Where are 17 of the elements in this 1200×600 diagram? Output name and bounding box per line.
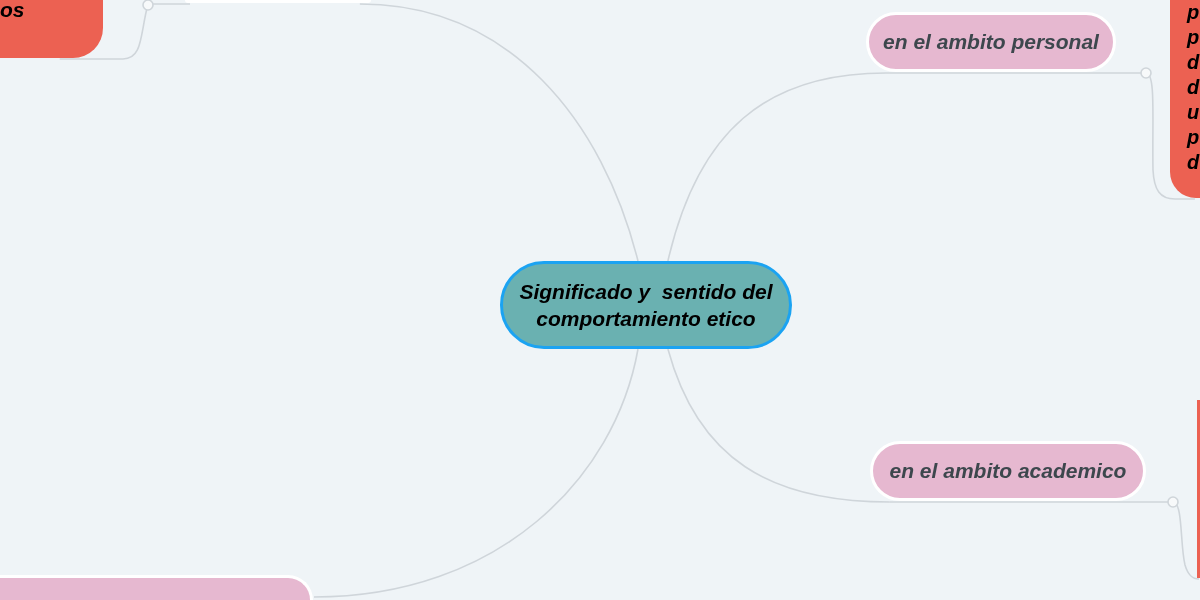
node-label: Significado y sentido del comportamiento etico bbox=[518, 279, 774, 332]
node-label: p p d d u p d bbox=[1187, 0, 1199, 175]
note-card bbox=[1170, 0, 1200, 198]
connector-line bbox=[667, 348, 891, 503]
subtopic-node bbox=[870, 441, 1146, 501]
note-card bbox=[1197, 400, 1200, 578]
connector-line bbox=[359, 3, 639, 262]
connector-line bbox=[667, 72, 887, 262]
note-card bbox=[0, 0, 103, 58]
connector-line bbox=[58, 3, 191, 60]
connector-line bbox=[889, 501, 1200, 580]
subtopic-node bbox=[0, 575, 313, 600]
node-label: os bbox=[0, 0, 26, 20]
connector-line bbox=[313, 348, 639, 598]
connector-line bbox=[885, 72, 1196, 200]
node-label: en el ambito academico bbox=[889, 458, 1127, 484]
node-label: en el ambito personal bbox=[883, 29, 1099, 55]
